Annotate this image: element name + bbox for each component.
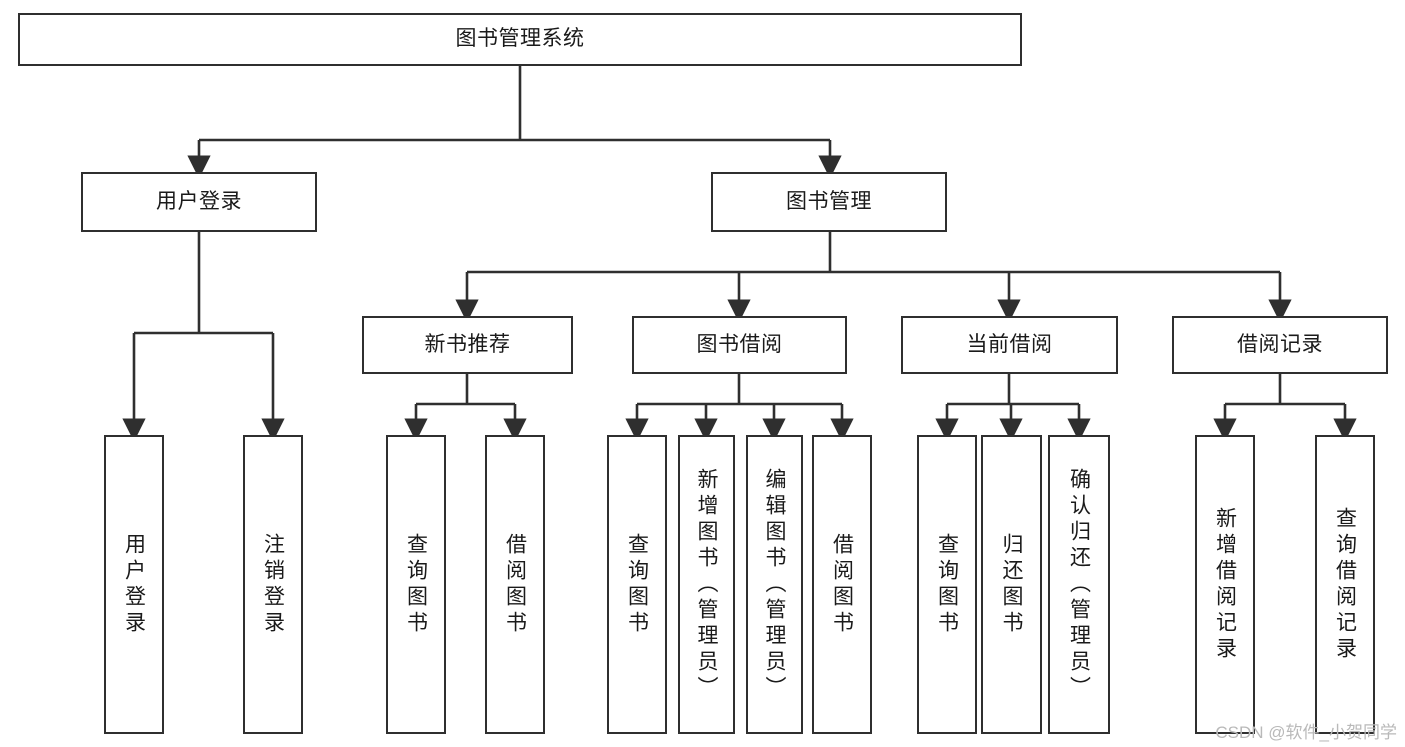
node-leaf-user-login[interactable]: 用户登录 <box>104 435 164 734</box>
edge-group-current-borrow <box>935 374 1091 442</box>
edge-group-book-manage <box>455 232 1292 323</box>
node-leaf-query-book-1[interactable]: 查询图书 <box>386 435 446 734</box>
node-label-book-borrow: 图书借阅 <box>696 332 783 356</box>
node-label-leaf-confirm-return: 确认归还（管理员） <box>1067 467 1091 702</box>
node-label-leaf-edit-book: 编辑图书（管理员） <box>763 467 786 702</box>
node-leaf-query-book-3[interactable]: 查询图书 <box>917 435 977 734</box>
node-leaf-borrow-book-2[interactable]: 借阅图书 <box>812 435 872 734</box>
node-leaf-return-book[interactable]: 归还图书 <box>981 435 1042 734</box>
node-label-leaf-add-book: 新增图书（管理员） <box>695 467 718 702</box>
node-label-leaf-add-borrow-record: 新增借阅记录 <box>1213 506 1237 663</box>
node-label-leaf-user-logout: 注销登录 <box>261 532 285 637</box>
node-user-login[interactable]: 用户登录 <box>81 172 317 232</box>
node-new-book-recommend[interactable]: 新书推荐 <box>362 316 573 374</box>
node-label-leaf-query-book-3: 查询图书 <box>935 532 959 637</box>
edge-group-new-book-recommend <box>404 374 527 442</box>
node-root-system[interactable]: 图书管理系统 <box>18 13 1022 66</box>
node-label-leaf-query-book-1: 查询图书 <box>404 532 428 637</box>
node-label-leaf-query-borrow-record: 查询借阅记录 <box>1333 506 1357 663</box>
node-book-manage[interactable]: 图书管理 <box>711 172 947 232</box>
watermark-credit: CSDN @软件_小贺同学 <box>1215 723 1397 742</box>
node-leaf-edit-book[interactable]: 编辑图书（管理员） <box>746 435 803 734</box>
node-label-borrow-record: 借阅记录 <box>1237 332 1323 356</box>
edge-group-book-borrow <box>625 374 854 442</box>
edge-group-borrow-record <box>1213 374 1357 442</box>
node-label-leaf-query-book-2: 查询图书 <box>625 532 649 637</box>
node-book-borrow[interactable]: 图书借阅 <box>632 316 847 374</box>
node-leaf-borrow-book-1[interactable]: 借阅图书 <box>485 435 545 734</box>
node-current-borrow[interactable]: 当前借阅 <box>901 316 1118 374</box>
node-label-user-login: 用户登录 <box>156 189 242 213</box>
node-label-leaf-user-login: 用户登录 <box>122 532 146 637</box>
node-label-new-book-recommend: 新书推荐 <box>424 332 511 356</box>
node-leaf-confirm-return[interactable]: 确认归还（管理员） <box>1048 435 1110 734</box>
node-label-leaf-borrow-book-2: 借阅图书 <box>830 532 854 637</box>
node-borrow-record[interactable]: 借阅记录 <box>1172 316 1388 374</box>
edge-group-user-login <box>122 232 285 442</box>
node-leaf-user-logout[interactable]: 注销登录 <box>243 435 303 734</box>
node-leaf-query-book-2[interactable]: 查询图书 <box>607 435 667 734</box>
node-label-leaf-return-book: 归还图书 <box>1000 532 1023 637</box>
node-label-book-manage: 图书管理 <box>786 189 872 213</box>
node-leaf-add-book[interactable]: 新增图书（管理员） <box>678 435 735 734</box>
node-label-root: 图书管理系统 <box>455 27 585 51</box>
edge-group-root <box>187 66 842 179</box>
node-leaf-add-borrow-record[interactable]: 新增借阅记录 <box>1195 435 1255 734</box>
node-leaf-query-borrow-record[interactable]: 查询借阅记录 <box>1315 435 1375 734</box>
node-label-current-borrow: 当前借阅 <box>966 332 1053 356</box>
node-label-leaf-borrow-book-1: 借阅图书 <box>503 532 527 637</box>
